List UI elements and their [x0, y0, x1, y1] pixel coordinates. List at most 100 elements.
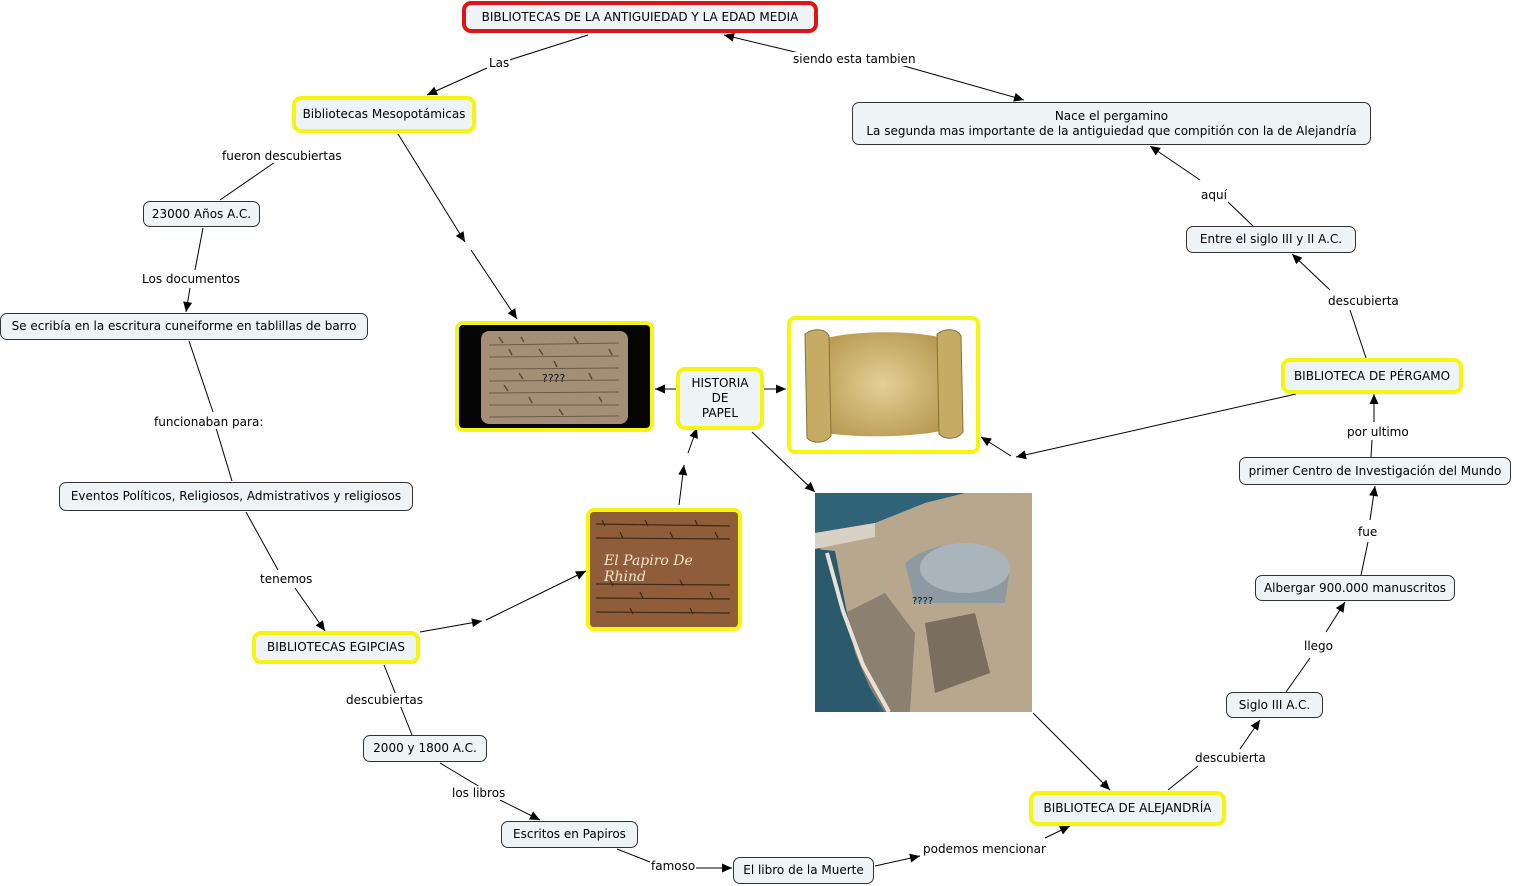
link-label-famoso: famoso: [650, 859, 697, 873]
manuscripts-node[interactable]: Albergar 900.000 manuscritos: [1255, 575, 1455, 601]
alexandria-library-node[interactable]: BIBLIOTECA DE ALEJANDRÍA: [1029, 791, 1226, 826]
events-node[interactable]: Eventos Políticos, Religiosos, Admistrat…: [59, 482, 413, 511]
egyptian-libraries-node[interactable]: BIBLIOTECAS EGIPCIAS: [252, 631, 420, 664]
century-3-node[interactable]: Siglo III A.C.: [1226, 692, 1323, 718]
parchment-text: Nace el pergamino La segunda mas importa…: [866, 108, 1357, 138]
connector-line: [194, 227, 204, 271]
arrowhead: [1335, 602, 1345, 613]
cuneiform-node[interactable]: Se ecribía en la escritura cuneiforme en…: [0, 313, 368, 340]
connector-line: [1032, 712, 1111, 791]
pergamon-library-text: BIBLIOTECA DE PÉRGAMO: [1293, 368, 1451, 383]
arrowhead: [655, 384, 665, 394]
link-label-aqui: aquí: [1200, 188, 1228, 202]
arrowhead: [909, 853, 920, 863]
arrowhead: [689, 428, 698, 439]
arrowhead: [1250, 720, 1260, 731]
link-label-descubiertas: descubiertas: [345, 693, 425, 707]
rhind-papyrus-image[interactable]: El Papiro De Rhind: [586, 508, 742, 631]
arrowhead: [1099, 779, 1110, 790]
rhind-caption: El Papiro De Rhind: [604, 553, 693, 585]
clay-tablet-image[interactable]: ????: [455, 321, 654, 432]
arrowhead: [1013, 92, 1024, 102]
arrowhead: [1369, 394, 1379, 404]
years-2000-text: 2000 y 1800 A.C.: [373, 741, 477, 755]
paper-history-node[interactable]: HISTORIA DE PAPEL: [676, 367, 764, 430]
link-label-las: Las: [488, 56, 511, 70]
link-label-tenemos: tenemos: [259, 572, 314, 586]
link-label-podemos: podemos mencionar: [922, 842, 1047, 856]
link-label-documentos: Los documentos: [141, 272, 242, 286]
egyptian-libraries-text: BIBLIOTECAS EGIPCIAS: [266, 640, 405, 654]
mesopotamian-libraries-text: Bibliotecas Mesopotámicas: [302, 107, 466, 121]
arrowhead: [776, 384, 786, 394]
book-of-dead-node[interactable]: El libro de la Muerte: [733, 857, 874, 884]
alexandria-aerial-image[interactable]: ????: [815, 493, 1032, 712]
connector-line: [499, 34, 589, 64]
arrowhead: [471, 618, 482, 628]
years-23000-node[interactable]: 23000 Años A.C.: [143, 201, 260, 227]
arrowhead: [315, 620, 325, 631]
arrowhead: [455, 231, 465, 242]
rhind-papyrus-drawing: [590, 512, 738, 627]
arrowhead: [1016, 450, 1027, 460]
scroll-drawing: [804, 329, 964, 443]
arrowhead: [722, 863, 732, 873]
book-of-dead-text: El libro de la Muerte: [743, 863, 864, 877]
arrowhead: [529, 811, 540, 820]
arrowhead: [427, 86, 438, 95]
papyrus-writings-node[interactable]: Escritos en Papiros: [501, 821, 638, 848]
connector-line: [419, 620, 483, 633]
research-center-text: primer Centro de Investigación del Mundo: [1248, 463, 1502, 478]
manuscripts-text: Albergar 900.000 manuscritos: [1263, 580, 1447, 595]
papyrus-writings-text: Escritos en Papiros: [513, 827, 626, 841]
connector-line: [439, 762, 481, 788]
connector-line: [219, 159, 279, 201]
root-topic-text: BIBLIOTECAS DE LA ANTIGUIEDAD Y LA EDAD …: [481, 9, 799, 24]
mesopotamian-libraries-node[interactable]: Bibliotecas Mesopotámicas: [292, 96, 476, 133]
aerial-caption: ????: [912, 596, 934, 607]
arrowhead: [183, 301, 193, 312]
link-label-fueron: fueron descubiertas: [221, 149, 343, 163]
connector-line: [616, 848, 651, 863]
link-label-funcionaban: funcionaban para:: [153, 415, 265, 429]
tablet-caption: ????: [542, 372, 566, 385]
arrowhead: [1150, 146, 1161, 156]
century-3-text: Siglo III A.C.: [1238, 697, 1311, 712]
link-label-llego: llego: [1303, 639, 1335, 653]
connector-line: [1285, 657, 1311, 693]
arrowhead: [1292, 254, 1303, 265]
connector-line: [1370, 439, 1373, 458]
parchment-node[interactable]: Nace el pergamino La segunda mas importa…: [852, 102, 1371, 145]
connector-line: [1227, 201, 1254, 227]
arrowhead: [724, 32, 735, 42]
years-2000-node[interactable]: 2000 y 1800 A.C.: [363, 735, 487, 762]
between-centuries-text: Entre el siglo III y II A.C.: [1199, 232, 1343, 246]
aerial-photo-drawing: [815, 493, 1032, 712]
arrowhead: [981, 437, 992, 447]
parchment-scroll-image[interactable]: [787, 316, 980, 454]
pergamon-library-node[interactable]: BIBLIOTECA DE PÉRGAMO: [1281, 358, 1463, 394]
link-label-descubierta-alejandria: descubierta: [1194, 751, 1267, 765]
connector-line: [215, 427, 233, 482]
arrowhead: [1369, 486, 1378, 497]
research-center-node[interactable]: primer Centro de Investigación del Mundo: [1239, 457, 1511, 485]
events-text: Eventos Políticos, Religiosos, Admistrat…: [70, 489, 402, 503]
connector-line: [397, 133, 466, 243]
link-label-libros: los libros: [451, 786, 507, 800]
connector-line: [470, 249, 518, 320]
connector-line: [1360, 541, 1369, 576]
connector-line: [1167, 765, 1199, 791]
connector-line: [245, 511, 279, 571]
connector-line: [889, 61, 1025, 101]
link-label-descubierta-pergamo: descubierta: [1327, 294, 1400, 308]
clay-tablet-drawing: [481, 331, 628, 424]
paper-history-text: HISTORIA DE PAPEL: [691, 376, 749, 420]
arrowhead: [804, 481, 815, 492]
link-label-siendo: siendo esta tambien: [792, 52, 917, 66]
root-topic-node[interactable]: BIBLIOTECAS DE LA ANTIGUIEDAD Y LA EDAD …: [462, 1, 818, 33]
arrowhead: [1059, 826, 1070, 835]
connector-line: [1349, 309, 1367, 359]
connector-line: [485, 570, 587, 621]
between-centuries-node[interactable]: Entre el siglo III y II A.C.: [1186, 226, 1356, 253]
